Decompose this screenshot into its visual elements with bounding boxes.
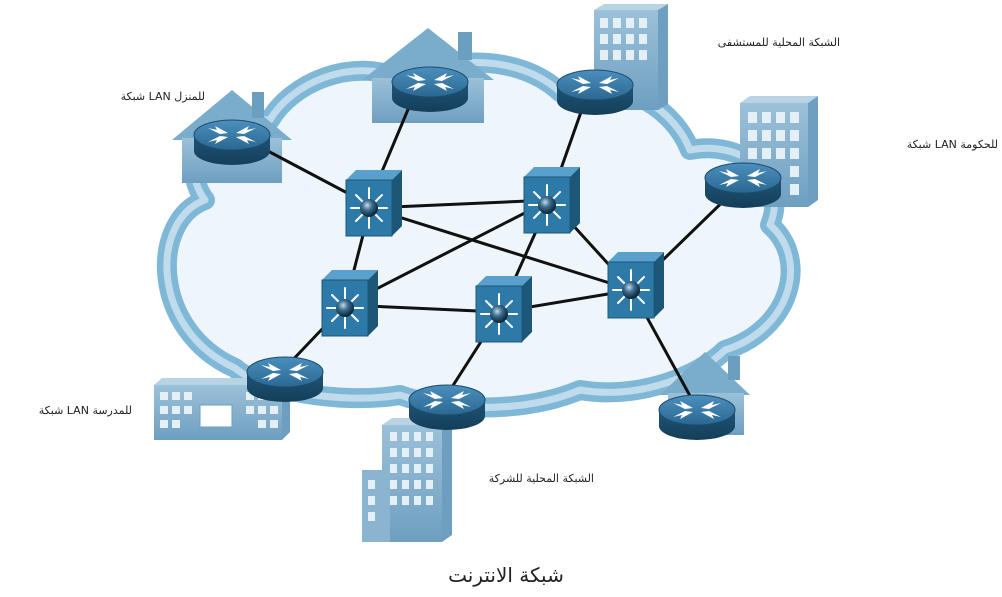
router-icon-hospital[interactable] [556, 69, 634, 116]
label-home-lan: شبكة LAN للمنزل [121, 90, 205, 103]
link [368, 206, 634, 292]
router-icon-school[interactable] [246, 356, 324, 403]
multilayer-switch-icon-4[interactable] [475, 275, 533, 343]
multilayer-switch-icon-1[interactable] [345, 169, 403, 237]
router-icon-government[interactable] [704, 162, 782, 209]
router-icon-bottom-right[interactable] [658, 394, 736, 441]
router-icon-company[interactable] [408, 384, 486, 431]
label-company-lan: الشبكة المحلية للشركة [489, 472, 594, 485]
router-icon-home[interactable] [193, 119, 271, 166]
multilayer-switch-icon-5[interactable] [607, 251, 665, 319]
diagram-title: شبكة الانترنت [448, 563, 564, 587]
building-icon-company [362, 418, 452, 542]
multilayer-switch-icon-2[interactable] [523, 166, 581, 234]
label-school-lan: شبكة LAN للمدرسة [39, 404, 132, 417]
label-government-lan: شبكة LAN للحكومة [907, 138, 998, 151]
multilayer-switch-icon-3[interactable] [321, 269, 379, 337]
link [343, 198, 552, 307]
router-icon-top[interactable] [391, 66, 469, 113]
label-hospital-lan: الشبكة المحلية للمستشفى [718, 36, 840, 49]
